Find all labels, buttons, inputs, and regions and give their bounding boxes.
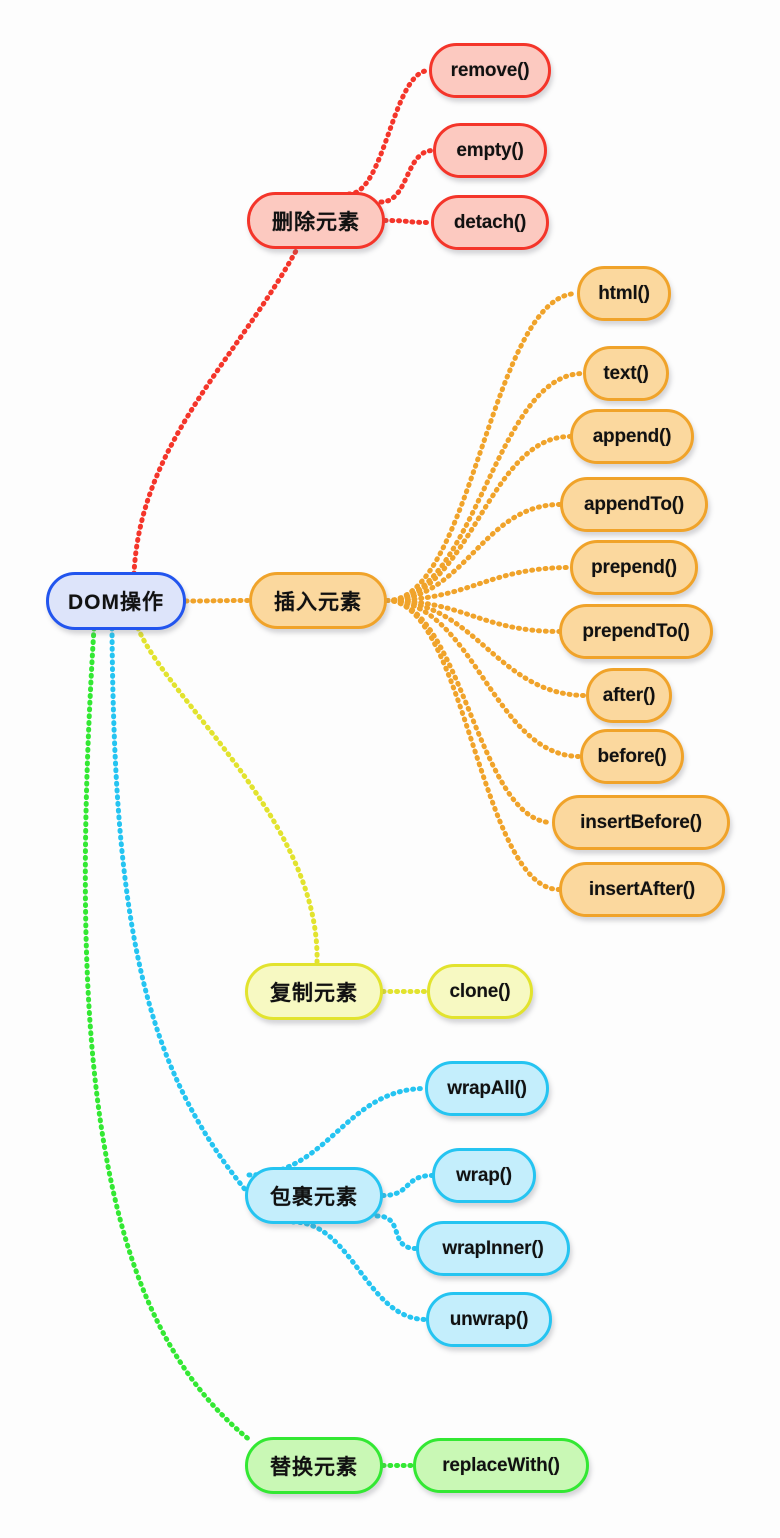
node-insertafter[interactable]: insertAfter()	[559, 862, 725, 917]
node-insertbefore[interactable]: insertBefore()	[552, 795, 730, 850]
connector	[384, 291, 580, 603]
connector	[384, 598, 589, 698]
connector	[378, 148, 436, 205]
node-prepend-label: prepend()	[591, 556, 677, 578]
node-prependto-label: prependTo()	[582, 620, 690, 642]
branch-node-insert-label: 插入元素	[274, 590, 362, 614]
connector	[384, 598, 562, 892]
connector	[82, 625, 254, 1444]
node-unwrap-label: unwrap()	[449, 1308, 529, 1330]
connector	[346, 68, 432, 197]
connector	[384, 565, 573, 603]
node-appendto[interactable]: appendTo()	[560, 477, 708, 532]
connector	[382, 218, 434, 225]
branch-node-clone[interactable]: 复制元素	[245, 963, 383, 1020]
connector	[380, 1173, 435, 1198]
node-text-label: text()	[603, 362, 649, 384]
node-clone-label: clone()	[449, 980, 511, 1002]
node-wrap[interactable]: wrap()	[432, 1148, 536, 1203]
node-detach[interactable]: detach()	[431, 195, 549, 250]
connector	[384, 598, 583, 759]
connector	[183, 598, 252, 604]
connector	[131, 246, 300, 577]
node-text[interactable]: text()	[583, 346, 669, 401]
node-before-label: before()	[597, 745, 667, 767]
node-after-label: after()	[602, 684, 656, 706]
node-replacewith[interactable]: replaceWith()	[413, 1438, 589, 1493]
branch-node-insert[interactable]: 插入元素	[249, 572, 387, 629]
node-detach-label: detach()	[453, 211, 527, 233]
connector	[384, 371, 586, 603]
node-wrap-label: wrap()	[456, 1164, 512, 1186]
branch-node-wrap[interactable]: 包裹元素	[245, 1167, 383, 1224]
node-empty[interactable]: empty()	[433, 123, 547, 178]
node-after[interactable]: after()	[586, 668, 672, 723]
connector	[384, 598, 555, 825]
node-insertafter-label: insertAfter()	[588, 878, 696, 900]
node-remove[interactable]: remove()	[429, 43, 551, 98]
connector	[384, 502, 563, 603]
node-wrapall[interactable]: wrapAll()	[425, 1061, 549, 1116]
node-html-label: html()	[598, 282, 650, 304]
node-clone[interactable]: clone()	[427, 964, 533, 1019]
branch-node-replace-label: 替换元素	[270, 1455, 358, 1479]
connector	[109, 625, 248, 1192]
connector	[374, 1213, 419, 1251]
node-wrapall-label: wrapAll()	[447, 1077, 527, 1099]
branch-node-replace[interactable]: 替换元素	[245, 1437, 383, 1494]
node-unwrap[interactable]: unwrap()	[426, 1292, 552, 1347]
connector	[384, 434, 573, 603]
node-replacewith-label: replaceWith()	[442, 1454, 560, 1476]
node-html[interactable]: html()	[577, 266, 671, 321]
connector	[290, 1219, 429, 1322]
node-append[interactable]: append()	[570, 409, 694, 464]
branch-node-wrap-label: 包裹元素	[270, 1185, 358, 1209]
node-wrapinner[interactable]: wrapInner()	[416, 1221, 570, 1276]
connector	[384, 598, 562, 634]
node-prependto[interactable]: prependTo()	[559, 604, 713, 659]
branch-node-delete-label: 删除元素	[272, 210, 360, 234]
node-wrapinner-label: wrapInner()	[442, 1237, 544, 1259]
node-remove-label: remove()	[450, 59, 530, 81]
branch-node-delete[interactable]: 删除元素	[247, 192, 385, 249]
node-before[interactable]: before()	[580, 729, 684, 784]
connector	[246, 1086, 428, 1178]
node-empty-label: empty()	[456, 139, 524, 161]
node-prepend[interactable]: prepend()	[570, 540, 698, 595]
node-insertbefore-label: insertBefore()	[580, 811, 702, 833]
branch-node-clone-label: 复制元素	[270, 981, 358, 1005]
root-node[interactable]: DOM操作	[46, 572, 186, 630]
node-append-label: append()	[592, 425, 672, 447]
connector	[135, 625, 320, 966]
root-node-label: DOM操作	[68, 591, 164, 614]
node-appendto-label: appendTo()	[583, 493, 684, 515]
